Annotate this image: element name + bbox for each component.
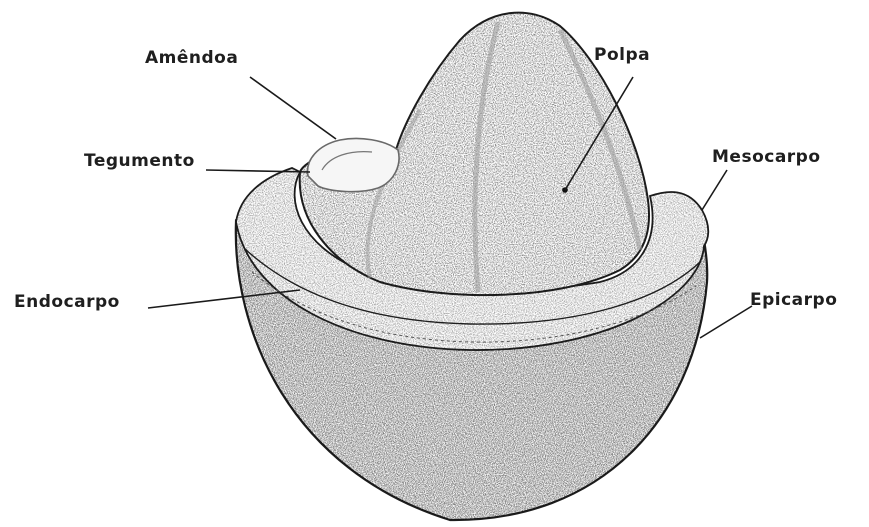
amendoa-seed <box>308 138 399 191</box>
label-endocarpo: Endocarpo <box>14 292 120 312</box>
leader-amendoa <box>250 77 336 139</box>
label-polpa: Polpa <box>594 45 650 65</box>
label-tegumento: Tegumento <box>84 151 195 171</box>
leader-epicarpo <box>700 306 752 338</box>
label-mesocarpo: Mesocarpo <box>712 147 821 167</box>
leader-mesocarpo <box>702 170 727 210</box>
label-amendoa: Amêndoa <box>145 48 238 68</box>
label-epicarpo: Epicarpo <box>750 290 837 310</box>
